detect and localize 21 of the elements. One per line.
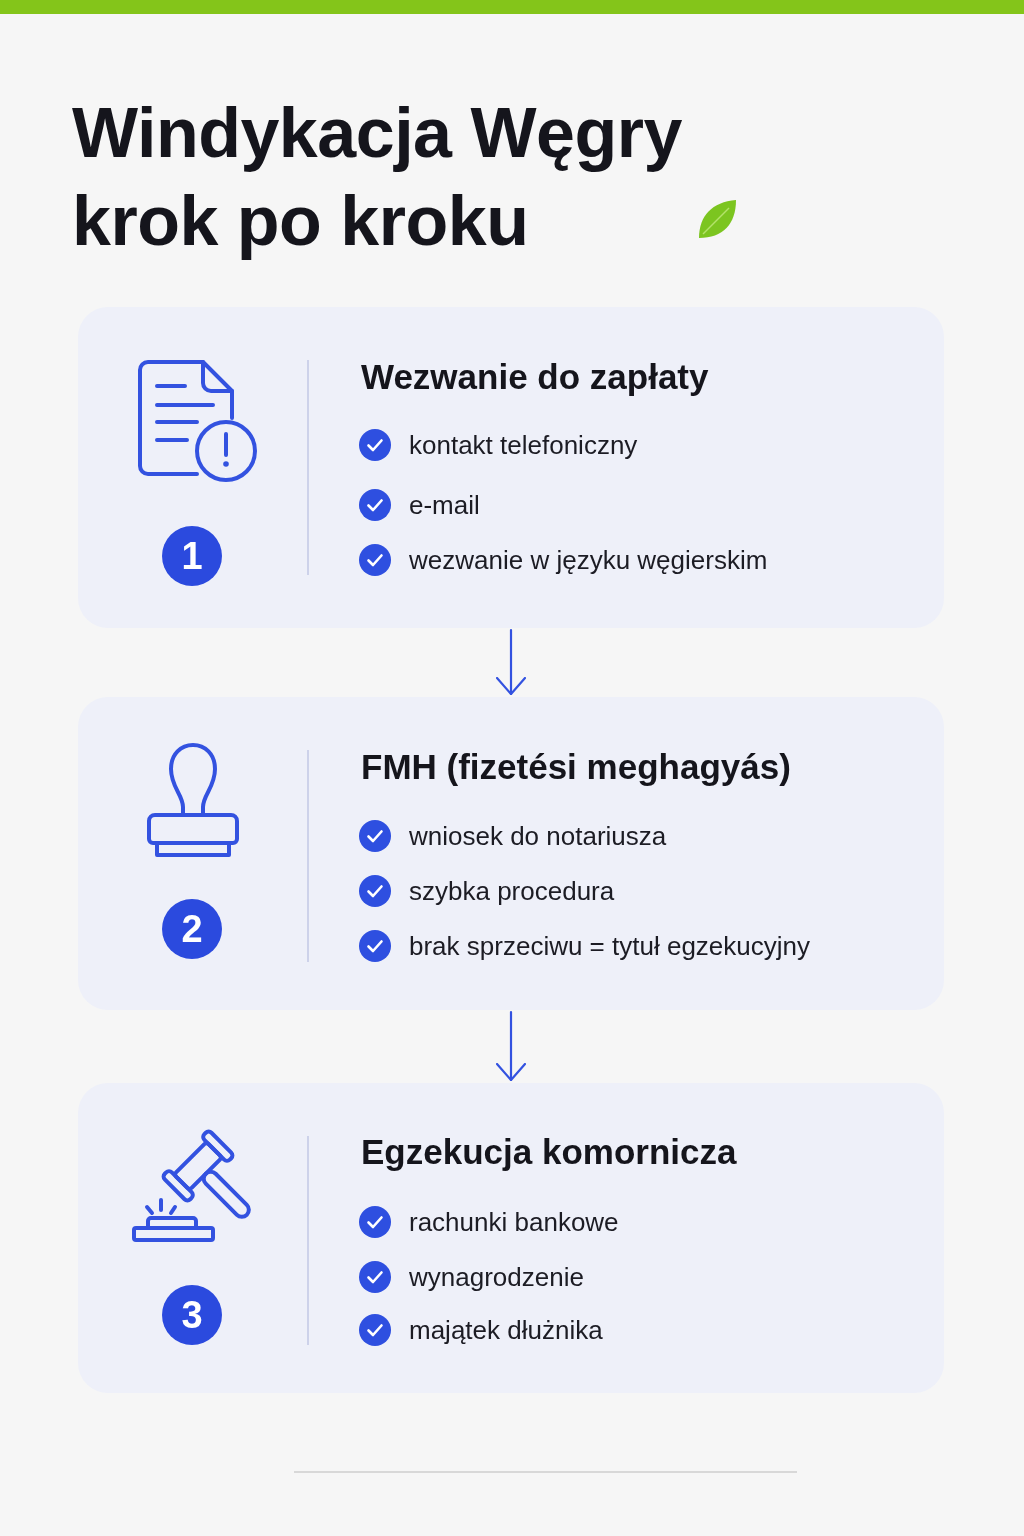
arrow	[495, 1010, 527, 1082]
step-card	[78, 697, 944, 1010]
step-card	[78, 1083, 944, 1393]
title: Windykacja Węgry krok po kroku	[72, 93, 683, 262]
list-item-text: wniosek do notariusza	[409, 820, 667, 853]
list-item-text: e-mail	[409, 489, 480, 522]
list-item-text: szybka procedura	[409, 875, 615, 908]
step-heading: Egzekucja komornicza	[361, 1131, 737, 1173]
list-item-text: majątek dłużnika	[409, 1314, 603, 1347]
arrow	[495, 628, 527, 696]
step-number: 1	[162, 526, 222, 586]
step-card	[78, 307, 944, 628]
list-item-text: wynagrodzenie	[409, 1261, 584, 1294]
list-item-text: kontakt telefoniczny	[409, 429, 638, 462]
list-item-text: rachunki bankowe	[409, 1206, 619, 1239]
step-number: 2	[162, 899, 222, 959]
list-item-text: brak sprzeciwu = tytuł egzekucyjny	[409, 930, 810, 963]
step-number: 3	[162, 1285, 222, 1345]
list-item-text: wezwanie w języku węgierskim	[409, 544, 768, 577]
step-heading: Wezwanie do zapłaty	[361, 356, 709, 398]
step-heading: FMH (fizetési meghagyás)	[361, 746, 791, 788]
